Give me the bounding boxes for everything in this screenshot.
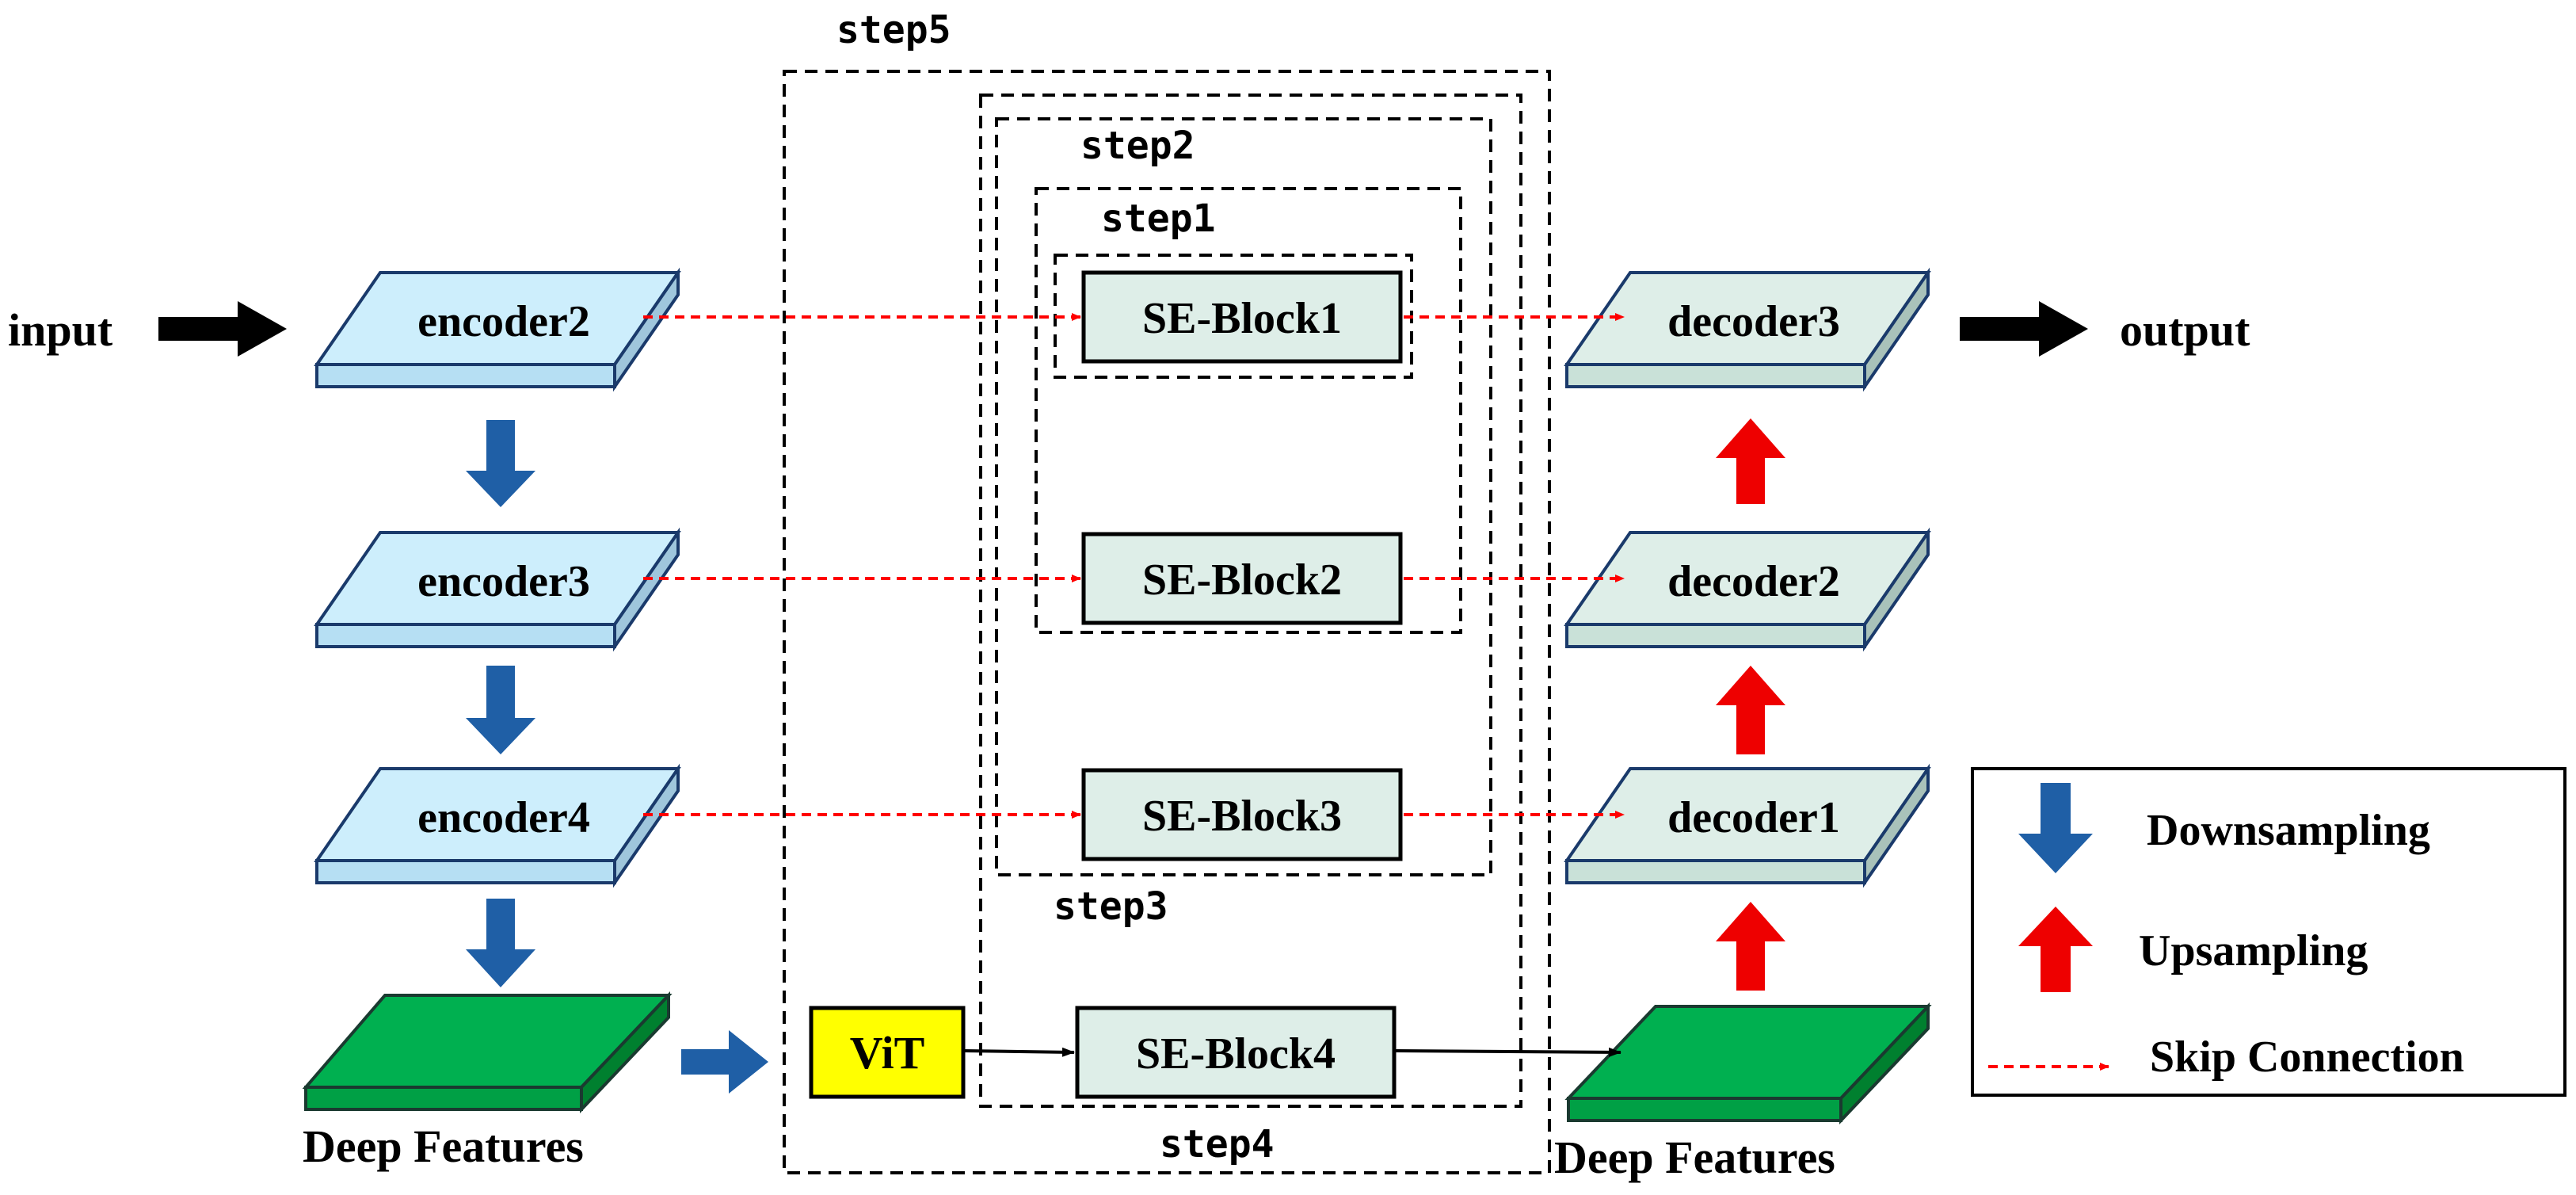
decoder2-label: decoder2 <box>1667 557 1840 606</box>
step1-label: step1 <box>1101 197 1216 241</box>
deep-features-left-label: Deep Features <box>303 1121 584 1172</box>
downsampling-arrow-icon <box>466 420 535 507</box>
se-block1: SE-Block1 <box>1081 270 1403 364</box>
legend-skip-connection-label: Skip Connection <box>2150 1033 2464 1082</box>
step5-region <box>783 70 1551 1174</box>
se4-to-deep-features-arrow <box>1393 1047 1621 1057</box>
encoder4-slab: encoder4 <box>314 763 681 888</box>
upsampling-legend-icon <box>2018 907 2093 992</box>
deep-features-left-slab <box>302 991 673 1114</box>
encoder2-slab: encoder2 <box>314 267 681 392</box>
step3-region <box>995 117 1492 876</box>
encoder2-label: encoder2 <box>417 297 590 346</box>
input-label: input <box>8 304 113 356</box>
downsampling-arrow-icon <box>681 1030 768 1094</box>
output-label: output <box>2120 304 2250 356</box>
encoder3-label: encoder3 <box>417 557 590 606</box>
vit-label: ViT <box>850 1027 925 1079</box>
decoder2-slab: decoder2 <box>1564 527 1931 652</box>
upsampling-arrow-icon <box>1716 418 1785 504</box>
vit-to-se4-arrow <box>962 1047 1075 1057</box>
output-arrow-icon <box>1960 301 2088 357</box>
step2-label: step2 <box>1080 124 1195 168</box>
encoder4-label: encoder4 <box>417 793 590 842</box>
step5-label: step5 <box>836 8 951 52</box>
step3-label: step3 <box>1054 884 1168 929</box>
legend-downsampling-label: Downsampling <box>2147 806 2430 855</box>
step4-region <box>979 94 1522 1108</box>
downsampling-arrow-icon <box>466 899 535 987</box>
se-block2-label: SE-Block2 <box>1142 556 1342 605</box>
se-block3: SE-Block3 <box>1081 768 1403 861</box>
se-block4-label: SE-Block4 <box>1136 1029 1336 1079</box>
upsampling-arrow-icon <box>1716 902 1785 991</box>
step4-label: step4 <box>1160 1122 1275 1166</box>
upsampling-arrow-icon <box>1716 666 1785 754</box>
input-arrow-icon <box>158 301 287 357</box>
step2-region <box>1035 187 1462 634</box>
deep-features-right-slab <box>1564 1002 1932 1125</box>
decoder3-slab: decoder3 <box>1564 267 1931 392</box>
decoder3-label: decoder3 <box>1667 297 1840 346</box>
se-block4: SE-Block4 <box>1075 1006 1397 1099</box>
se-block3-label: SE-Block3 <box>1142 792 1342 841</box>
legend-upsampling-label: Upsampling <box>2139 926 2368 975</box>
se-block2: SE-Block2 <box>1081 532 1403 625</box>
legend: Downsampling Upsampling Skip Connection <box>1971 767 2566 1097</box>
decoder1-label: decoder1 <box>1667 793 1840 842</box>
downsampling-legend-icon <box>2018 783 2093 873</box>
vit-block: ViT <box>809 1006 966 1099</box>
se-block1-label: SE-Block1 <box>1142 294 1342 343</box>
decoder1-slab: decoder1 <box>1564 763 1931 888</box>
deep-features-right-label: Deep Features <box>1554 1132 1835 1183</box>
encoder3-slab: encoder3 <box>314 527 681 652</box>
downsampling-arrow-icon <box>466 666 535 754</box>
